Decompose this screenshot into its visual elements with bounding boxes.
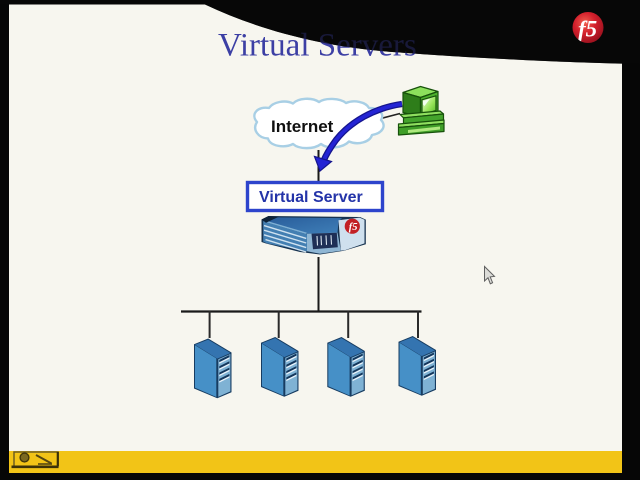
svg-text:f5: f5	[349, 222, 358, 233]
svg-text:Virtual Server: Virtual Server	[259, 189, 363, 206]
svg-text:Internet: Internet	[271, 117, 334, 136]
svg-text:f5: f5	[578, 17, 597, 42]
